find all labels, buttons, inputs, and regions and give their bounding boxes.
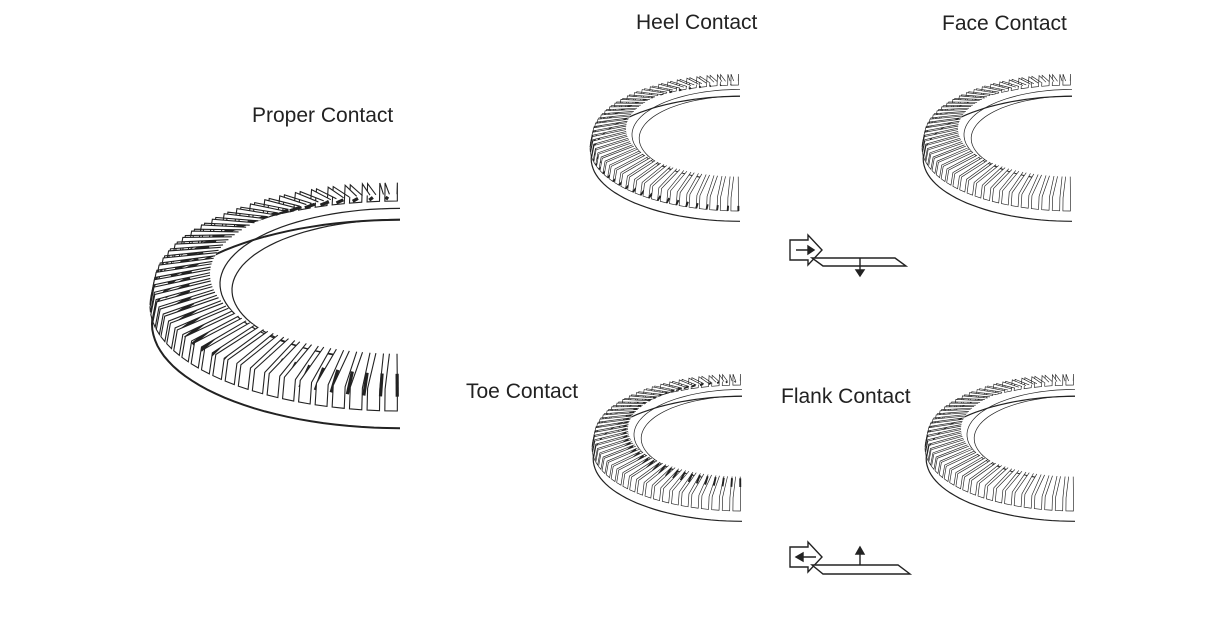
- gear-flank-contact: [924, 373, 1076, 522]
- label-flank-contact: Flank Contact: [781, 385, 911, 408]
- label-heel-contact: Heel Contact: [636, 11, 758, 34]
- gear-proper-contact: [149, 181, 401, 430]
- label-proper-contact: Proper Contact: [252, 104, 394, 127]
- gear-face-contact: [921, 73, 1073, 222]
- gear-toe-contact: [591, 373, 743, 522]
- pinion-adjust-arrow-top: [789, 233, 909, 278]
- label-face-contact: Face Contact: [942, 12, 1067, 35]
- label-toe-contact: Toe Contact: [466, 380, 579, 403]
- gear-heel-contact: [589, 73, 741, 222]
- pinion-adjust-arrow-bottom: [789, 540, 913, 575]
